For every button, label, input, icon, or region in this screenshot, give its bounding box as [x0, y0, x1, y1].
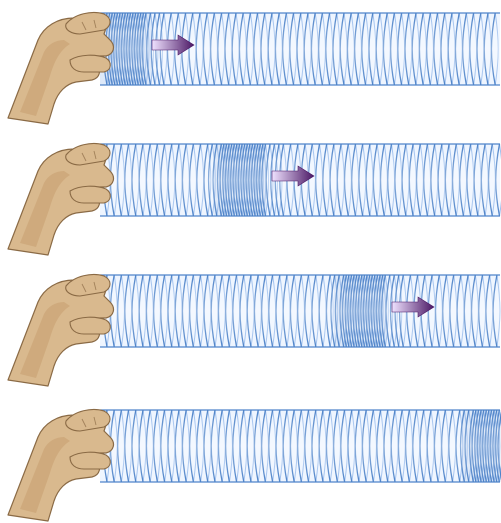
hand-2	[8, 143, 113, 255]
hand-thumb	[70, 452, 110, 469]
panel-4	[8, 409, 501, 521]
compression-zone	[462, 410, 501, 482]
compression-zone	[334, 275, 386, 347]
coil-spring-4	[100, 410, 501, 482]
hand-thumb	[70, 186, 110, 203]
hand-3	[8, 274, 113, 386]
hand-1	[8, 12, 113, 124]
panel-1	[8, 12, 500, 124]
panel-3	[8, 274, 500, 386]
hand-thumb	[70, 55, 110, 72]
hand-4	[8, 409, 113, 521]
compression-zone	[214, 144, 266, 216]
coil-sheen	[100, 410, 500, 482]
coil-spring-3	[100, 275, 500, 347]
coil-sheen	[100, 275, 500, 347]
panel-2	[8, 143, 501, 255]
hand-thumb	[70, 317, 110, 334]
